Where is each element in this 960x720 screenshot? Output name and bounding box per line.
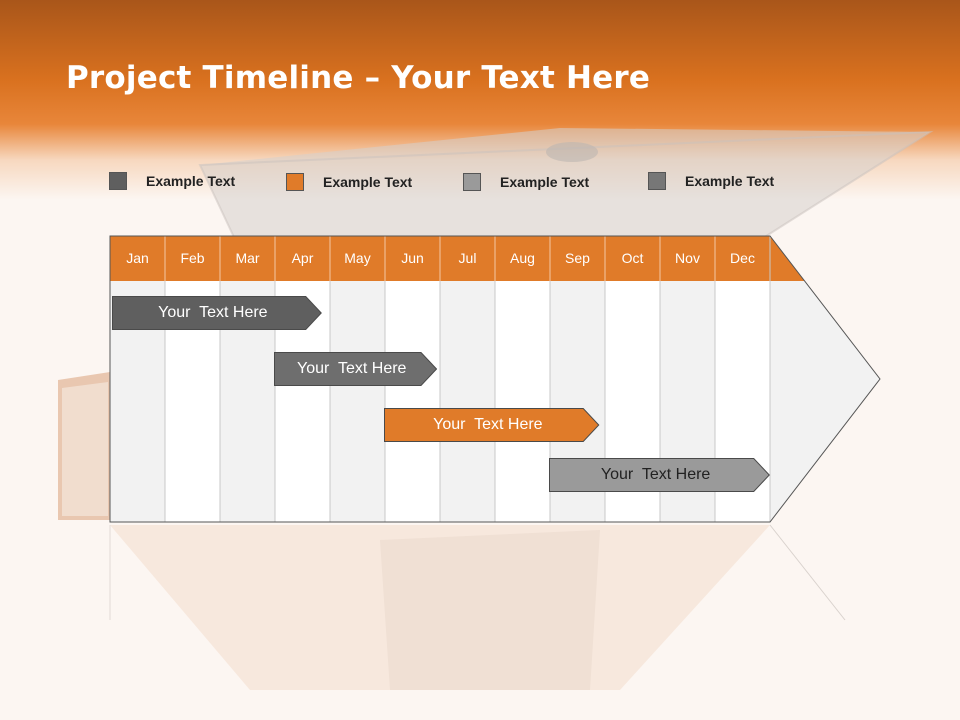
month-label-oct: Oct <box>621 250 644 266</box>
month-header-bar <box>110 236 805 281</box>
legend-swatch <box>648 172 666 190</box>
month-column-may <box>330 281 385 522</box>
month-label-may: May <box>344 250 371 266</box>
legend-item: Example Text <box>286 172 412 192</box>
task-bar-2: Your Text Here <box>274 352 438 386</box>
task-label: Your Text Here <box>433 416 543 433</box>
task-arrow-shape <box>112 296 322 330</box>
task-arrow-shape <box>384 408 600 442</box>
legend-label: Example Text <box>685 173 775 189</box>
task-bar-3: Your Text Here <box>384 408 600 442</box>
month-label-mar: Mar <box>235 250 260 266</box>
task-arrow-fill <box>549 458 770 492</box>
legend-label: Example Text <box>323 174 413 190</box>
task-label: Your Text Here <box>158 304 268 321</box>
month-label-sep: Sep <box>565 250 590 266</box>
month-label-apr: Apr <box>291 250 314 266</box>
month-column-jul <box>440 281 495 522</box>
task-arrow-fill <box>112 296 322 330</box>
legend-swatch <box>463 173 481 191</box>
month-label-jan: Jan <box>126 250 149 266</box>
legend-label: Example Text <box>146 173 236 189</box>
month-label-feb: Feb <box>180 250 205 266</box>
timeline-arrow-outline <box>109 235 881 523</box>
month-label-aug: Aug <box>510 250 535 266</box>
legend-swatch <box>109 172 127 190</box>
task-arrow-fill <box>384 408 600 442</box>
month-label-dec: Dec <box>730 250 755 266</box>
legend-item: Example Text <box>648 171 774 191</box>
legend-item: Example Text <box>463 172 589 192</box>
legend-item: Example Text <box>109 171 235 191</box>
month-label-nov: Nov <box>675 250 700 266</box>
task-arrow-shape <box>274 352 438 386</box>
task-arrow-fill <box>274 352 438 386</box>
task-label: Your Text Here <box>297 360 407 377</box>
legend-label: Example Text <box>500 174 590 190</box>
task-bar-1: Your Text Here <box>112 296 322 330</box>
month-label-jun: Jun <box>401 250 424 266</box>
page-title: Project Timeline – Your Text Here <box>66 60 650 96</box>
task-label: Your Text Here <box>600 466 711 483</box>
title-rest: – Your Text Here <box>353 60 651 96</box>
month-column-jun <box>385 281 440 522</box>
month-column-aug <box>495 281 550 522</box>
task-bar-4: Your Text Here <box>549 458 770 492</box>
month-label-jul: Jul <box>458 250 477 266</box>
title-bold: Project Timeline <box>66 60 354 96</box>
task-arrow-shape <box>549 458 770 492</box>
legend-swatch <box>286 173 304 191</box>
